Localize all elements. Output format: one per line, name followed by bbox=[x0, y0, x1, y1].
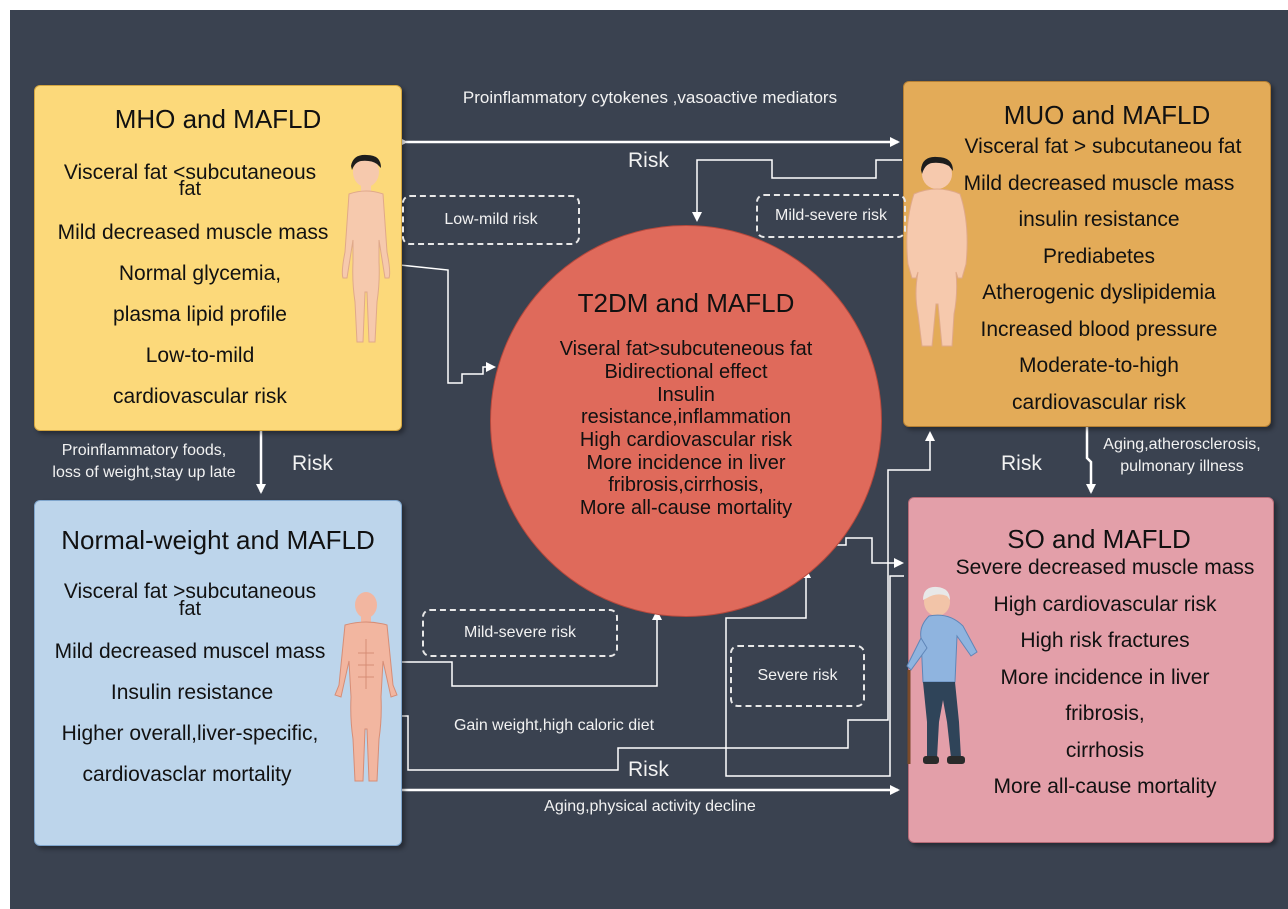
normal-to-muo-connector bbox=[400, 431, 935, 771]
normal-weight-line: Insulin resistance bbox=[110, 681, 274, 704]
muo-line: Atherogenic dyslipidemia bbox=[982, 281, 1216, 304]
so-line: More incidence in liver bbox=[1000, 666, 1210, 689]
so-line: cirrhosis bbox=[1065, 739, 1145, 762]
muo-to-t2dm-connector bbox=[692, 159, 902, 222]
normal-weight-line: Visceral fat >subcutaneous bbox=[63, 580, 317, 603]
normal-weight-person-icon bbox=[334, 592, 398, 782]
so-to-t2dm-connector bbox=[725, 568, 904, 777]
muo-line: Increased blood pressure bbox=[980, 318, 1218, 341]
so-line: High risk fractures bbox=[1020, 629, 1190, 652]
mho-line: plasma lipid profile bbox=[113, 303, 287, 326]
aging-label: Aging,physical activity decline bbox=[544, 798, 756, 815]
mho-line: fat bbox=[178, 178, 202, 200]
normal-to-t2dm-connector bbox=[400, 610, 662, 687]
muo-line: Visceral fat > subcutaneou fat bbox=[964, 135, 1242, 158]
mho-to-t2dm-connector bbox=[399, 264, 496, 384]
muo-line: insulin resistance bbox=[1018, 208, 1180, 231]
so-box: SO and MAFLD Severe decreased muscle mas… bbox=[906, 497, 1274, 843]
normal-weight-box: Normal-weight and MAFLD Visceral fat >su… bbox=[34, 500, 402, 846]
normal-weight-title: Normal-weight and MAFLD bbox=[61, 525, 375, 555]
normal-weight-line: Higher overall,liver-specific, bbox=[61, 722, 319, 745]
right-risk-label: Risk bbox=[1001, 452, 1042, 475]
muo-title: MUO and MAFLD bbox=[1003, 100, 1211, 130]
left-cause-label: Proinflammatory foods, loss of weight,st… bbox=[52, 442, 236, 481]
elderly-person-icon bbox=[906, 586, 978, 764]
t2dm-line: fribrosis,cirrhosis, bbox=[608, 474, 764, 496]
t2dm-line: More incidence in liver bbox=[586, 452, 786, 474]
muo-line: Mild decreased muscle mass bbox=[963, 172, 1235, 195]
mho-line: cardiovascular risk bbox=[113, 385, 287, 408]
t2dm-title: T2DM and MAFLD bbox=[577, 288, 795, 318]
so-line: fribrosis, bbox=[1065, 702, 1145, 725]
right-cause-label: Aging,atherosclerosis, pulmonary illness bbox=[1103, 436, 1261, 475]
t2dm-to-so-connector bbox=[830, 537, 904, 568]
t2dm-line: Insulin bbox=[657, 384, 715, 406]
normal-weight-line: fat bbox=[178, 598, 202, 620]
t2dm-line: Viseral fat>subcuteneous fat bbox=[559, 338, 813, 360]
gain-weight-label: Gain weight,high caloric diet bbox=[453, 717, 655, 734]
so-line: More all-cause mortality bbox=[993, 775, 1217, 798]
mho-line: Low-to-mild bbox=[145, 344, 255, 367]
mho-line: Mild decreased muscle mass bbox=[57, 221, 329, 244]
muo-box: MUO and MAFLD Visceral fat > subcutaneou… bbox=[903, 81, 1271, 427]
normal-weight-line: Mild decreased muscel mass bbox=[54, 640, 326, 663]
mho-box: MHO and MAFLD Visceral fat <subcutaneous… bbox=[34, 85, 402, 431]
mild-severe-risk-tag: Mild-severe risk bbox=[756, 194, 906, 238]
mediators-label: Proinflammatory cytokenes ,vasoactive me… bbox=[462, 88, 838, 107]
so-title: SO and MAFLD bbox=[1007, 524, 1191, 554]
slim-person-icon bbox=[341, 154, 391, 343]
t2dm-line: resistance,inflammation bbox=[580, 406, 792, 428]
low-mild-risk-tag: Low-mild risk bbox=[402, 195, 580, 245]
mho-line: Visceral fat <subcutaneous bbox=[63, 161, 317, 184]
t2dm-line: High cardiovascular risk bbox=[579, 429, 793, 451]
muo-line: Prediabetes bbox=[1042, 245, 1156, 268]
top-risk-label: Risk bbox=[628, 149, 669, 172]
t2dm-circle: T2DM and MAFLD Viseral fat>subcuteneous … bbox=[490, 225, 882, 617]
so-line: High cardiovascular risk bbox=[993, 593, 1217, 616]
muo-line: cardiovascular risk bbox=[1012, 391, 1186, 414]
obese-person-icon bbox=[906, 156, 968, 347]
muo-line: Moderate-to-high bbox=[1019, 354, 1179, 377]
mho-line: Normal glycemia, bbox=[118, 262, 282, 285]
t2dm-line: More all-cause mortality bbox=[579, 497, 793, 519]
bottom-risk-label: Risk bbox=[628, 758, 669, 781]
t2dm-line: Bidirectional effect bbox=[604, 361, 768, 383]
severe-risk-tag: Severe risk bbox=[730, 645, 865, 707]
normal-weight-line: cardiovasclar mortality bbox=[82, 763, 292, 786]
mho-title: MHO and MAFLD bbox=[114, 104, 322, 134]
so-line: Severe decreased muscle mass bbox=[955, 556, 1255, 579]
mild-severe-risk-tag: Mild-severe risk bbox=[422, 609, 618, 657]
left-risk-label: Risk bbox=[292, 452, 333, 475]
muo-to-so-arrow bbox=[1085, 427, 1096, 494]
